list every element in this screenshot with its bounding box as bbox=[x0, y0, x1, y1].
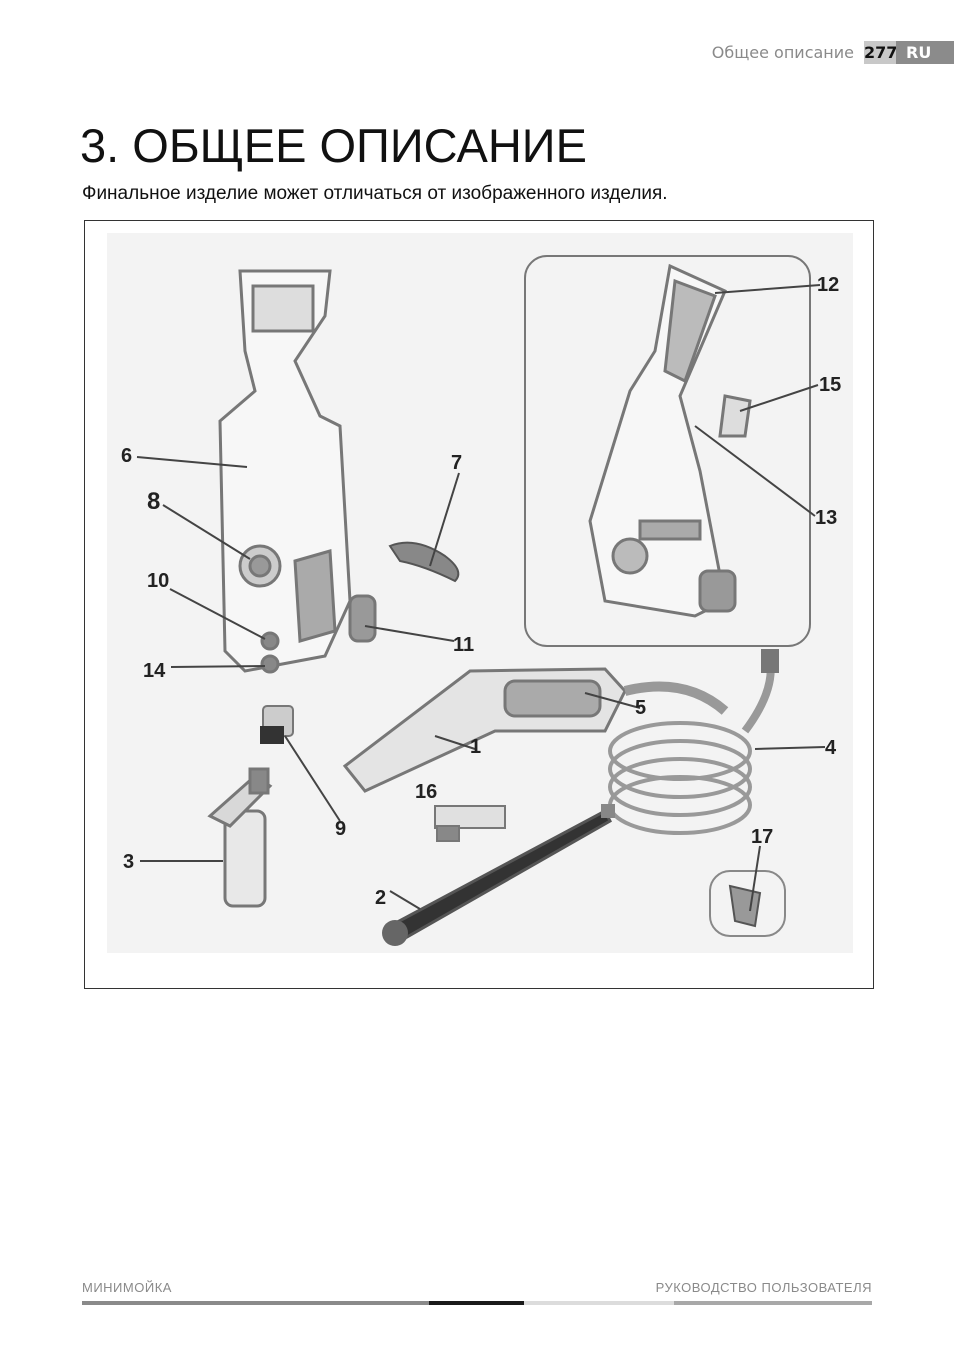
diagram-background bbox=[107, 233, 853, 953]
callout-5: 5 bbox=[635, 697, 646, 719]
callout-1: 1 bbox=[470, 736, 481, 758]
page-title: 3. ОБЩЕЕ ОПИСАНИЕ bbox=[80, 119, 587, 172]
callout-8: 8 bbox=[147, 488, 160, 515]
callout-7: 7 bbox=[451, 452, 462, 474]
leader-lines bbox=[136, 284, 826, 912]
callout-9: 9 bbox=[335, 818, 346, 840]
callout-14: 14 bbox=[143, 660, 166, 682]
callout-2: 2 bbox=[375, 887, 386, 909]
footer-bar-segment-2 bbox=[429, 1301, 524, 1305]
adapter bbox=[728, 884, 762, 928]
footer-bar-segment-1 bbox=[82, 1301, 429, 1305]
callout-3: 3 bbox=[123, 851, 134, 873]
power-cord bbox=[388, 541, 460, 583]
page-subtitle: Финальное изделие может отличаться от из… bbox=[82, 183, 668, 204]
foam-bottle bbox=[207, 767, 273, 908]
callout-15: 15 bbox=[819, 374, 841, 396]
footer-bar-segment-3 bbox=[524, 1301, 674, 1305]
product-diagram: 1 2 3 4 5 6 7 8 9 10 11 12 13 14 15 16 1… bbox=[84, 220, 874, 989]
footer-doc-name: РУКОВОДСТВО ПОЛЬЗОВАТЕЛЯ bbox=[655, 1280, 872, 1295]
callout-12: 12 bbox=[817, 274, 839, 296]
header-page-number: 277 bbox=[864, 41, 898, 64]
callout-6: 6 bbox=[121, 445, 132, 467]
spray-gun bbox=[342, 667, 729, 793]
header-language-tag: RU bbox=[896, 41, 954, 64]
callout-4: 4 bbox=[825, 737, 837, 759]
header-section-title: Общее описание bbox=[711, 43, 854, 62]
rear-view-frame bbox=[524, 255, 811, 647]
footer-product-name: МИНИМОЙКА bbox=[82, 1280, 172, 1295]
nozzle-cleaner bbox=[434, 805, 506, 842]
washer-front-view bbox=[218, 269, 377, 674]
callout-16: 16 bbox=[415, 781, 437, 803]
callout-10: 10 bbox=[147, 570, 169, 592]
filter-cap bbox=[260, 705, 294, 744]
adapter-frame bbox=[709, 870, 786, 937]
callout-17: 17 bbox=[751, 826, 773, 848]
footer-bar-segment-4 bbox=[674, 1301, 872, 1305]
lance bbox=[382, 804, 615, 946]
diagram-drawing: 1 2 3 4 5 6 7 8 9 10 11 12 13 14 15 16 1… bbox=[107, 233, 853, 953]
callout-13: 13 bbox=[815, 507, 837, 529]
washer-rear-view bbox=[588, 263, 752, 618]
callout-11: 11 bbox=[453, 634, 474, 656]
